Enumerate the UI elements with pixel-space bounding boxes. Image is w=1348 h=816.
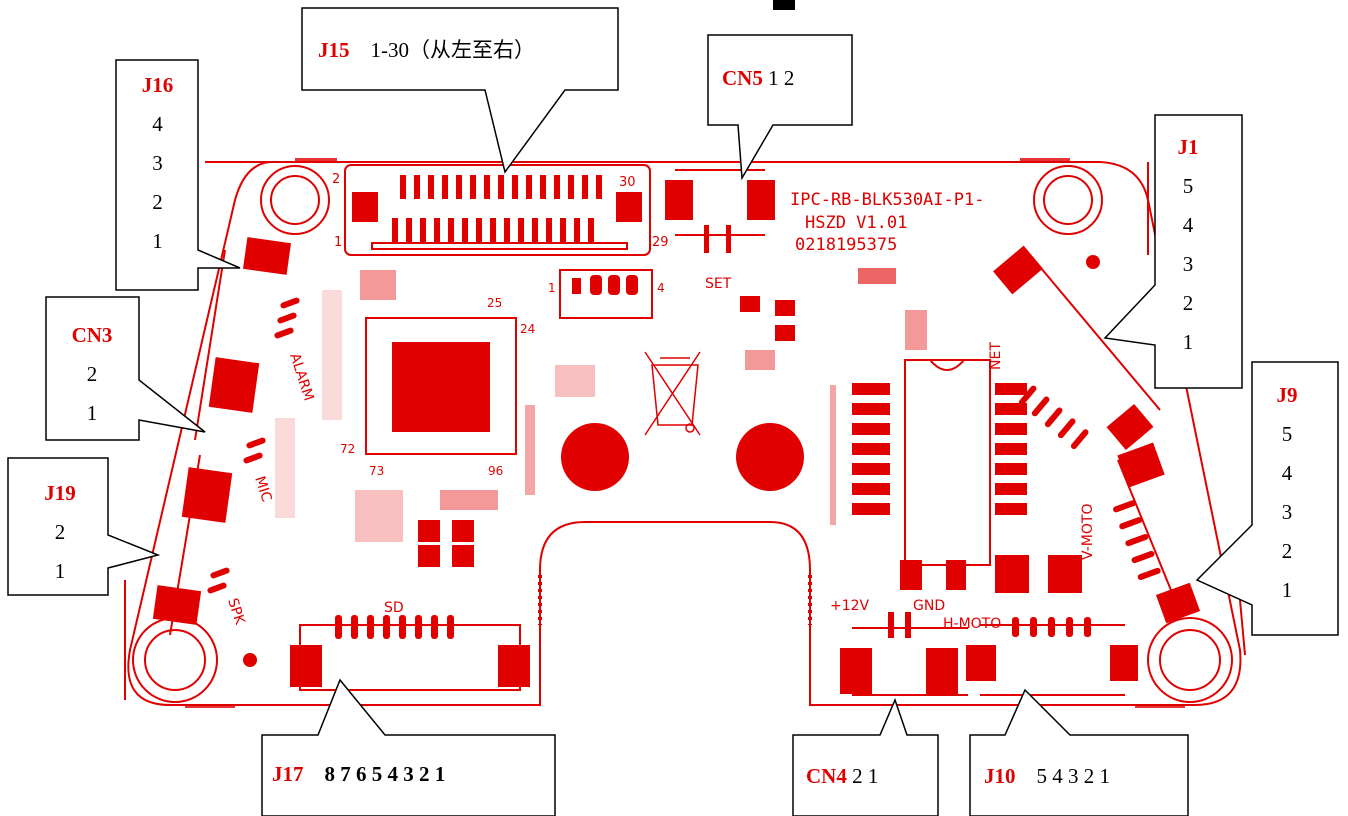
silk-pin73: 73 xyxy=(369,464,384,478)
callout-j15-pins: 1-30（从左至右） xyxy=(370,38,536,62)
callout-j10: J10 5 4 3 2 1 xyxy=(984,764,1110,789)
j15-pins xyxy=(352,175,642,242)
callout-j15-label: J15 xyxy=(318,38,350,62)
callout-j17: J17 8 7 6 5 4 3 2 1 xyxy=(272,762,445,787)
silk-set: SET xyxy=(705,276,732,292)
j15-fpc-outline xyxy=(344,164,651,256)
callout-j16-pin: 2 xyxy=(152,190,163,214)
board-model-line1: IPC-RB-BLK530AI-P1- xyxy=(790,190,984,210)
callout-j9-pin: 5 xyxy=(1281,422,1293,446)
silk-pin25: 25 xyxy=(487,296,502,310)
silk-pin24: 24 xyxy=(520,322,535,336)
silk-net: NET xyxy=(988,342,1004,370)
silk-pin29: 29 xyxy=(652,235,669,250)
callout-cn3-pin: 1 xyxy=(86,401,98,425)
callout-j1-pin: 1 xyxy=(1182,330,1194,354)
weee-bin-icon xyxy=(644,351,701,436)
callout-j19: J19 2 1 xyxy=(30,474,90,591)
callout-j16-label: J16 xyxy=(141,73,174,97)
callout-j10-pins: 5 4 3 2 1 xyxy=(1036,764,1111,788)
callout-j1-pin: 3 xyxy=(1182,252,1194,276)
silk-pin72: 72 xyxy=(340,442,355,456)
silk-12v: +12V xyxy=(830,598,870,614)
silk-pin1-j15: 1 xyxy=(334,235,342,250)
silk-pin4: 4 xyxy=(657,281,665,295)
round-pad-right xyxy=(736,423,804,491)
callout-j1-label: J1 xyxy=(1177,135,1199,159)
silk-alarm: ALARM xyxy=(286,351,316,403)
callout-j9-pin: 4 xyxy=(1281,461,1293,485)
silk-pin1-4pin: 1 xyxy=(548,281,556,295)
callout-cn5-label: CN5 xyxy=(722,66,763,90)
callout-j17-pins: 8 7 6 5 4 3 2 1 xyxy=(324,762,446,786)
callout-cn3: CN3 2 1 xyxy=(62,316,122,433)
mount-hole-bottom-right xyxy=(1147,617,1233,703)
callout-cn5-pins: 1 2 xyxy=(768,66,795,90)
callout-cn4-pins: 2 1 xyxy=(852,764,879,788)
board-outline xyxy=(127,161,1242,706)
silk-h-moto: H-MOTO xyxy=(943,616,1001,632)
callout-j17-label: J17 xyxy=(272,762,304,786)
silk-gnd: GND xyxy=(913,598,945,614)
callout-cn4-label: CN4 xyxy=(806,764,847,788)
callout-cn3-pin: 2 xyxy=(86,362,98,386)
callout-j1: J1 5 4 3 2 1 xyxy=(1168,128,1208,362)
silk-mic: MIC xyxy=(251,474,274,504)
callout-j16-pin: 4 xyxy=(152,112,163,136)
silk-pin30: 30 xyxy=(619,175,636,190)
board-model-line2: HSZD V1.01 xyxy=(805,213,907,233)
board-model-line3: 0218195375 xyxy=(795,235,897,255)
callout-j16: J16 4 3 2 1 xyxy=(130,66,185,261)
silk-pin2: 2 xyxy=(332,172,340,187)
round-pad-left xyxy=(561,423,629,491)
callout-cn3-label: CN3 xyxy=(71,323,113,347)
mount-hole-top-left xyxy=(260,165,330,235)
callout-j19-label: J19 xyxy=(44,481,76,505)
callout-j9-pin: 2 xyxy=(1281,539,1293,563)
callout-j9-label: J9 xyxy=(1276,383,1298,407)
silk-sd: SD xyxy=(384,600,404,616)
conn-4pin-outline xyxy=(559,269,653,319)
silk-pin96: 96 xyxy=(488,464,503,478)
callout-j1-pin: 2 xyxy=(1182,291,1194,315)
callout-cn4: CN4 2 1 xyxy=(806,764,878,789)
callout-j9-pin: 3 xyxy=(1281,500,1293,524)
callout-j1-pin: 4 xyxy=(1182,213,1194,237)
silk-v-moto: V-MOTO xyxy=(1080,504,1096,560)
callout-j19-pin: 1 xyxy=(54,559,66,583)
callout-cn5: CN5 1 2 xyxy=(722,66,794,91)
dip-ic-outline xyxy=(904,359,991,566)
callout-j19-pin: 2 xyxy=(54,520,66,544)
callout-j15: J15 1-30（从左至右） xyxy=(318,34,535,64)
callout-j9: J9 5 4 3 2 1 xyxy=(1262,376,1312,610)
silk-spk: SPK xyxy=(224,596,248,627)
callout-j9-pin: 1 xyxy=(1281,578,1293,602)
qfp-chip-outline xyxy=(365,317,517,455)
callout-j10-label: J10 xyxy=(984,764,1016,788)
mount-hole-top-right xyxy=(1033,165,1103,235)
callout-j1-pin: 5 xyxy=(1182,174,1194,198)
callout-j16-pin: 3 xyxy=(152,151,163,175)
callout-j16-pin: 1 xyxy=(152,229,163,253)
